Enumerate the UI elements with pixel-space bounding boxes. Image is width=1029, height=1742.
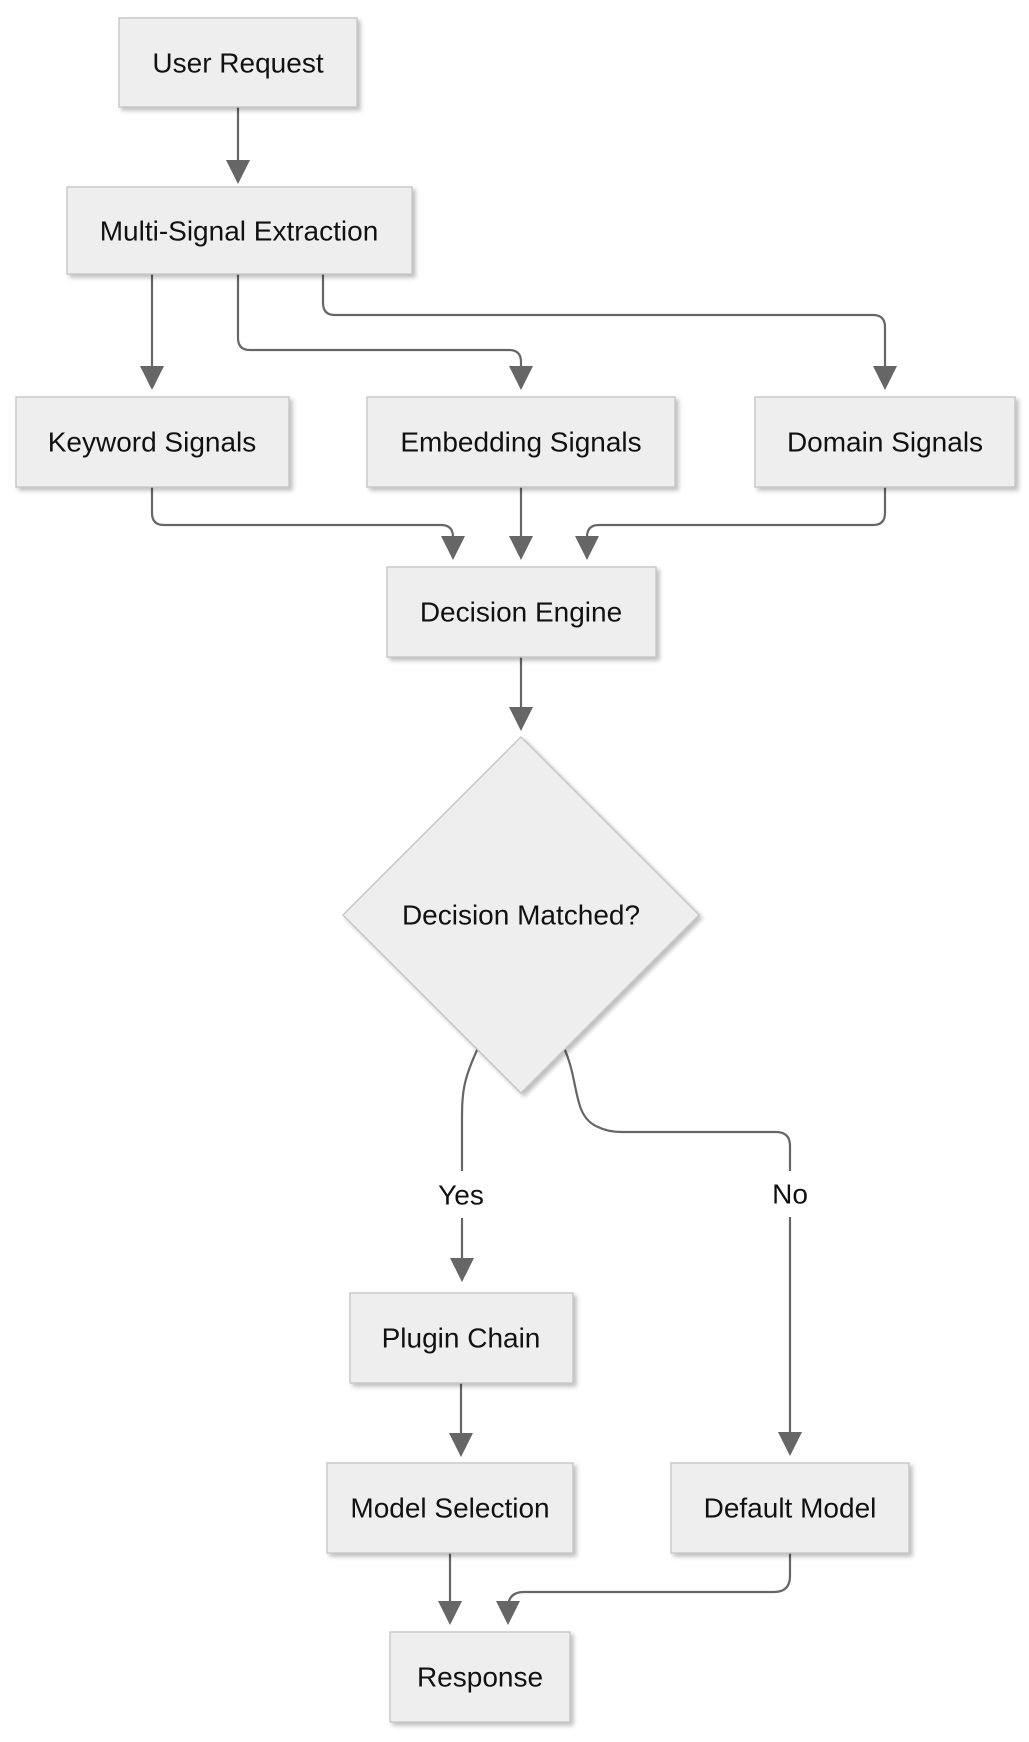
edge-domain-signals-to-decision-engine — [574, 487, 887, 561]
edge-label-no-text: No — [772, 1179, 808, 1210]
edge-decision-matched-to-plugin-chain — [449, 1047, 479, 1283]
node-default-model: Default Model — [670, 1462, 910, 1554]
edge-label-yes-bg — [433, 1171, 489, 1218]
node-plugin-chain: Plugin Chain — [349, 1292, 574, 1384]
node-model-selection-box — [326, 1462, 574, 1554]
edge-label-yes-text: Yes — [438, 1180, 484, 1211]
node-decision-engine: Decision Engine — [386, 566, 657, 658]
node-embedding-signals-box — [366, 396, 676, 488]
node-keyword-signals-box — [15, 396, 290, 488]
node-decision-matched: Decision Matched? — [342, 736, 700, 1094]
node-keyword-signals-label: Keyword Signals — [48, 427, 257, 458]
node-default-model-box — [670, 1462, 910, 1554]
node-embedding-signals: Embedding Signals — [366, 396, 676, 488]
node-response-label: Response — [417, 1662, 543, 1693]
node-decision-matched-label: Decision Matched? — [402, 900, 640, 931]
edge-label-no-bg — [763, 1171, 817, 1217]
node-plugin-chain-box — [349, 1292, 574, 1384]
edge-label-no: No — [763, 1171, 817, 1217]
node-model-selection-label: Model Selection — [350, 1493, 549, 1524]
node-domain-signals-label: Domain Signals — [787, 427, 983, 458]
edge-multi-signal-extraction-to-domain-signals — [321, 274, 898, 391]
node-model-selection: Model Selection — [326, 1462, 574, 1554]
node-embedding-signals-label: Embedding Signals — [400, 427, 641, 458]
node-user-request: User Request — [118, 17, 358, 108]
node-domain-signals-box — [754, 396, 1016, 488]
edge-default-model-to-response — [495, 1553, 792, 1626]
edge-keyword-signals-to-decision-engine — [150, 487, 466, 561]
edge-multi-signal-extraction-to-embedding-signals — [236, 274, 534, 391]
node-multi-signal-extraction-label: Multi-Signal Extraction — [100, 216, 379, 247]
node-plugin-chain-label: Plugin Chain — [382, 1323, 541, 1354]
node-response: Response — [389, 1631, 571, 1723]
node-domain-signals: Domain Signals — [754, 396, 1016, 488]
edge-decision-matched-to-default-model — [562, 1047, 803, 1457]
node-multi-signal-extraction-box — [66, 186, 413, 275]
node-multi-signal-extraction: Multi-Signal Extraction — [66, 186, 413, 275]
node-response-box — [389, 1631, 571, 1723]
node-decision-engine-label: Decision Engine — [420, 597, 622, 628]
edges — [139, 107, 898, 1626]
edge-label-yes: Yes — [433, 1171, 489, 1218]
node-user-request-label: User Request — [152, 48, 323, 79]
node-decision-engine-box — [386, 566, 657, 658]
node-default-model-label: Default Model — [704, 1493, 877, 1524]
node-user-request-box — [118, 17, 358, 108]
node-keyword-signals: Keyword Signals — [15, 396, 290, 488]
node-decision-matched-diamond — [342, 736, 700, 1094]
